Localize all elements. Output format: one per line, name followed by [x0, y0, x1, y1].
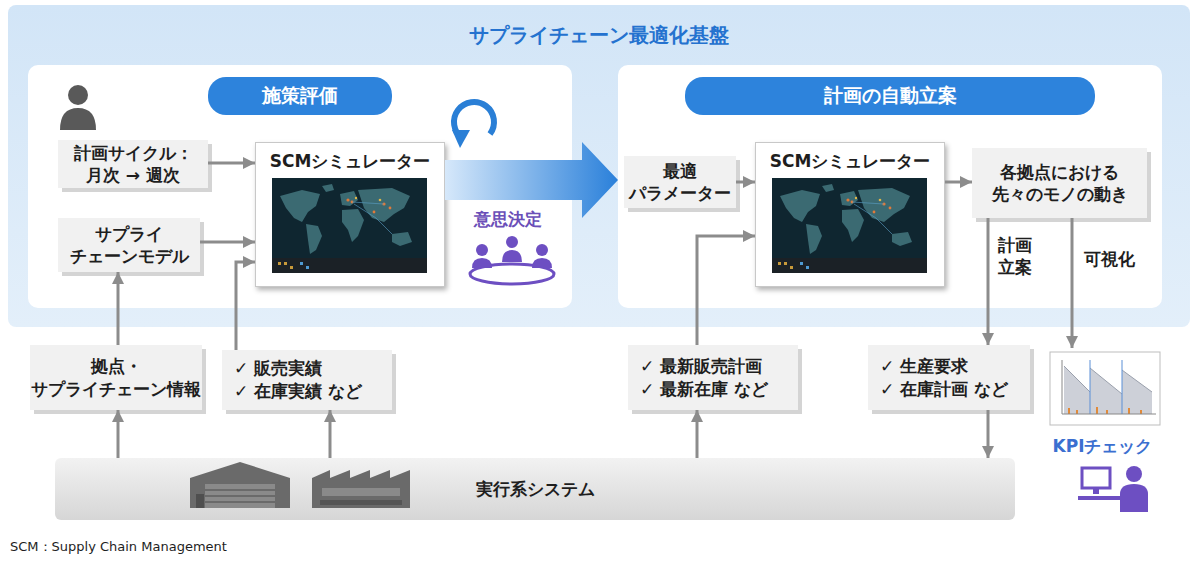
data-note: ✓ 最新販売計画✓ 最新在庫 など [628, 345, 798, 410]
connector [697, 236, 755, 345]
person-icon [60, 85, 96, 130]
node-text: サプライ チェーンモデル [66, 223, 192, 267]
connector [236, 262, 255, 350]
decision-label: 意思決定 [474, 208, 542, 230]
output-note: 各拠点における 先々のモノの動き [972, 148, 1147, 218]
edge-label: 計画 立案 [998, 234, 1038, 278]
connector [1071, 218, 1074, 348]
data-note: ✓ 販売実績✓ 在庫実績 など [222, 350, 392, 410]
loop-arrow [452, 102, 494, 148]
data-note: 拠点・ サプライチェーン情報 [30, 345, 202, 410]
node-text: 最適 パラメーター [629, 160, 731, 204]
connector [736, 181, 755, 184]
input-note: サプライ チェーンモデル [58, 218, 200, 272]
connector [987, 218, 990, 345]
edge-label: 可視化 [1084, 248, 1154, 270]
meeting-icon [470, 236, 554, 284]
connector [117, 272, 120, 345]
node-text: 計画サイクル： 月次 → 週次 [66, 142, 200, 186]
node-text: 各拠点における 先々のモノの動き [980, 161, 1139, 205]
node-text: ✓ 生産要求 [880, 355, 968, 378]
caption: SCM：Supply Chain Management [10, 539, 227, 556]
flow-arrow [445, 142, 618, 218]
kpi-chart [1050, 352, 1160, 425]
connector [200, 241, 255, 244]
connector [945, 181, 972, 184]
heading-pill: 施策評価 [208, 77, 392, 115]
connector [208, 162, 255, 165]
node-text: 実行系システム [476, 478, 595, 501]
node-text: KPIチェック [1053, 435, 1153, 458]
node-text: SCMシミュレーター [770, 151, 931, 171]
node-text: SCMシミュレーター [270, 151, 431, 171]
connector [696, 410, 699, 458]
warehouse-icon [190, 462, 290, 508]
factory-icon [312, 470, 410, 508]
node-subtext: ✓ 在庫実績 など [234, 380, 362, 403]
connector [117, 410, 120, 458]
connector [987, 410, 990, 458]
input-note: 最適 パラメーター [624, 156, 736, 208]
node-text: 拠点・ サプライチェーン情報 [31, 355, 201, 399]
node-subtext: ✓ 最新在庫 など [640, 378, 768, 401]
node-text: サプライチェーン最適化基盤 [8, 22, 1190, 49]
input-note: 計画サイクル： 月次 → 週次 [58, 140, 208, 188]
node-subtext: ✓ 在庫計画 など [880, 378, 1008, 401]
connector [329, 410, 332, 458]
node-text: ✓ 最新販売計画 [640, 355, 762, 378]
data-note: ✓ 生産要求✓ 在庫計画 など [868, 345, 1030, 410]
heading-pill: 計画の自動立案 [685, 77, 1095, 115]
node-text: ✓ 販売実績 [234, 357, 322, 380]
kpi-person-icon [1078, 466, 1148, 512]
